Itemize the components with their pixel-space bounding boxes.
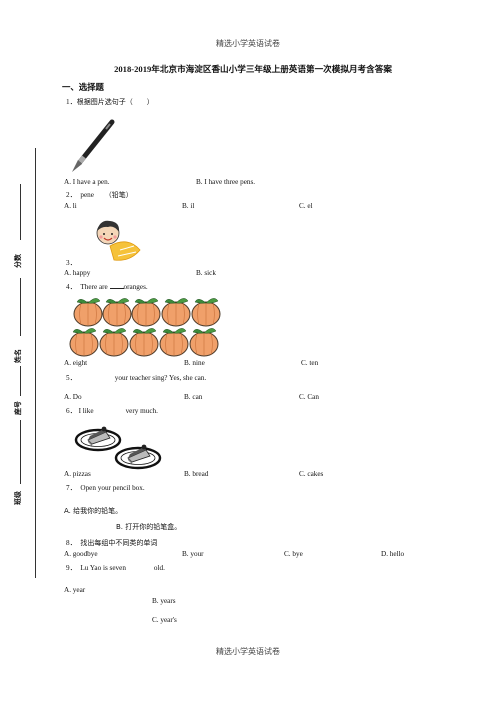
number-field[interactable]: [20, 366, 21, 396]
question-7: 7． Open your pencil box.: [66, 484, 145, 492]
q5-option-a[interactable]: A. Do: [64, 393, 82, 401]
q1-option-a[interactable]: A. I have a pen.: [64, 178, 110, 186]
question-2: 2． pene （铅笔）: [66, 191, 133, 199]
q4-option-c[interactable]: C. ten: [301, 359, 319, 367]
cake-icon: [74, 426, 122, 452]
question-5: 5．your teacher sing? Yes, she can.: [66, 374, 207, 382]
class-label: 班级: [14, 491, 22, 505]
q9-option-a[interactable]: A. year: [64, 586, 86, 594]
class-field[interactable]: [20, 420, 21, 484]
q2-option-c[interactable]: C. el: [299, 202, 313, 210]
q3-option-b[interactable]: B. sick: [196, 269, 216, 277]
q2-option-a[interactable]: A. li: [64, 202, 77, 210]
q8-option-b[interactable]: B. your: [182, 550, 204, 558]
orange-icon: [69, 328, 99, 357]
name-field[interactable]: [20, 278, 21, 336]
q8-option-a[interactable]: A. goodbye: [64, 550, 98, 558]
pen-icon: [72, 119, 115, 172]
q9-option-b[interactable]: B. years: [152, 597, 176, 605]
q6-option-c[interactable]: C. cakes: [299, 470, 324, 478]
oranges-picture: [69, 298, 221, 357]
orange-icon: [189, 328, 219, 357]
q1-option-b[interactable]: B. I have three pens.: [196, 178, 256, 186]
name-label: 姓名: [14, 349, 22, 363]
page-footer: 精选小学英语试卷: [216, 647, 280, 656]
orange-icon: [159, 328, 189, 357]
question-4: 4． There are oranges.: [66, 283, 148, 291]
q8-option-c[interactable]: C. bye: [284, 550, 303, 558]
page-header: 精选小学英语试卷: [216, 39, 280, 48]
q8-option-d[interactable]: D. hello: [381, 550, 405, 558]
q7-option-a[interactable]: A. 给我你的铅笔。: [64, 507, 123, 515]
section-heading: 一、选择题: [62, 83, 104, 92]
question-3: 3．: [66, 259, 77, 267]
orange-icon: [73, 298, 103, 327]
orange-icon: [99, 328, 129, 357]
score-field[interactable]: [20, 184, 21, 240]
q9-option-c[interactable]: C. year's: [152, 616, 177, 624]
binding-line: [35, 148, 36, 578]
exam-title: 2018-2019年北京市海淀区香山小学三年级上册英语第一次模拟月考含答案: [114, 64, 392, 74]
q6-option-b[interactable]: B. bread: [184, 470, 209, 478]
q3-option-a[interactable]: A. happy: [64, 269, 91, 277]
question-8: 8． 找出每组中不同类的单词: [66, 539, 158, 547]
orange-icon: [102, 298, 132, 327]
q4-option-a[interactable]: A. eight: [64, 359, 88, 367]
q7-option-b[interactable]: B. 打开你的铅笔盒。: [116, 523, 182, 531]
cake-icon: [114, 444, 162, 470]
orange-icon: [129, 328, 159, 357]
happy-child-icon: [96, 220, 141, 261]
q5-option-b[interactable]: B. can: [184, 393, 203, 401]
q5-option-c[interactable]: C. Can: [299, 393, 319, 401]
orange-icon: [161, 298, 191, 327]
orange-icon: [191, 298, 221, 327]
q4-option-b[interactable]: B. nine: [184, 359, 205, 367]
q6-option-a[interactable]: A. pizzas: [64, 470, 91, 478]
number-label: 座号: [14, 401, 22, 415]
score-label: 分数: [14, 254, 22, 268]
orange-icon: [131, 298, 161, 327]
question-1: 1．根据图片选句子（ ）: [66, 98, 154, 106]
q2-option-b[interactable]: B. il: [182, 202, 195, 210]
